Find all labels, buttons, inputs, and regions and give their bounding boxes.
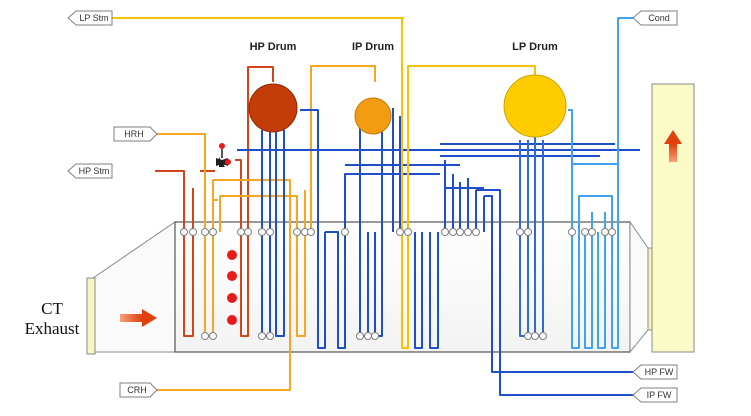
top-headers <box>180 228 616 236</box>
gas-flow-arrow <box>120 309 157 327</box>
lp-drum[interactable] <box>503 74 567 138</box>
crh-tag[interactable]: CRH <box>119 382 158 398</box>
ip-fw-tag-label: IP FW <box>647 390 672 400</box>
lp-stm-tag[interactable]: LP Stm <box>67 10 113 26</box>
hp-drum-label: HP Drum <box>250 41 297 53</box>
hp-stm-tag[interactable]: HP Stm <box>67 163 113 179</box>
ct-label: CT <box>41 299 63 318</box>
hp-fw-tag[interactable]: HP FW <box>632 364 678 380</box>
cond-tag[interactable]: Cond <box>632 10 678 26</box>
duct-burner <box>227 250 237 325</box>
hp-stm-tag-label: HP Stm <box>79 166 110 176</box>
reheat-valve[interactable] <box>219 157 231 167</box>
ip-drum-label: IP Drum <box>352 41 394 53</box>
lp-drum-label: LP Drum <box>512 41 558 53</box>
hp-superheater-coils <box>155 66 274 337</box>
stack <box>651 83 695 353</box>
lp-steam-line <box>110 17 536 349</box>
ct-exhaust-flange <box>86 277 96 355</box>
hp-drum[interactable] <box>248 83 298 133</box>
crh-tag-label: CRH <box>127 385 147 395</box>
hrh-tag-label: HRH <box>124 129 144 139</box>
exhaust-label: Exhaust <box>25 319 80 338</box>
lp-stm-tag-label: LP Stm <box>79 13 108 23</box>
ip-drum[interactable] <box>354 97 392 135</box>
stack-flow-arrow <box>664 130 682 162</box>
hrh-tag[interactable]: HRH <box>113 126 158 142</box>
hp-fw-tag-label: HP FW <box>645 367 674 377</box>
inlet-duct <box>86 221 176 355</box>
bottom-headers <box>201 332 547 340</box>
cond-tag-label: Cond <box>648 13 670 23</box>
ip-fw-tag[interactable]: IP FW <box>632 387 678 403</box>
